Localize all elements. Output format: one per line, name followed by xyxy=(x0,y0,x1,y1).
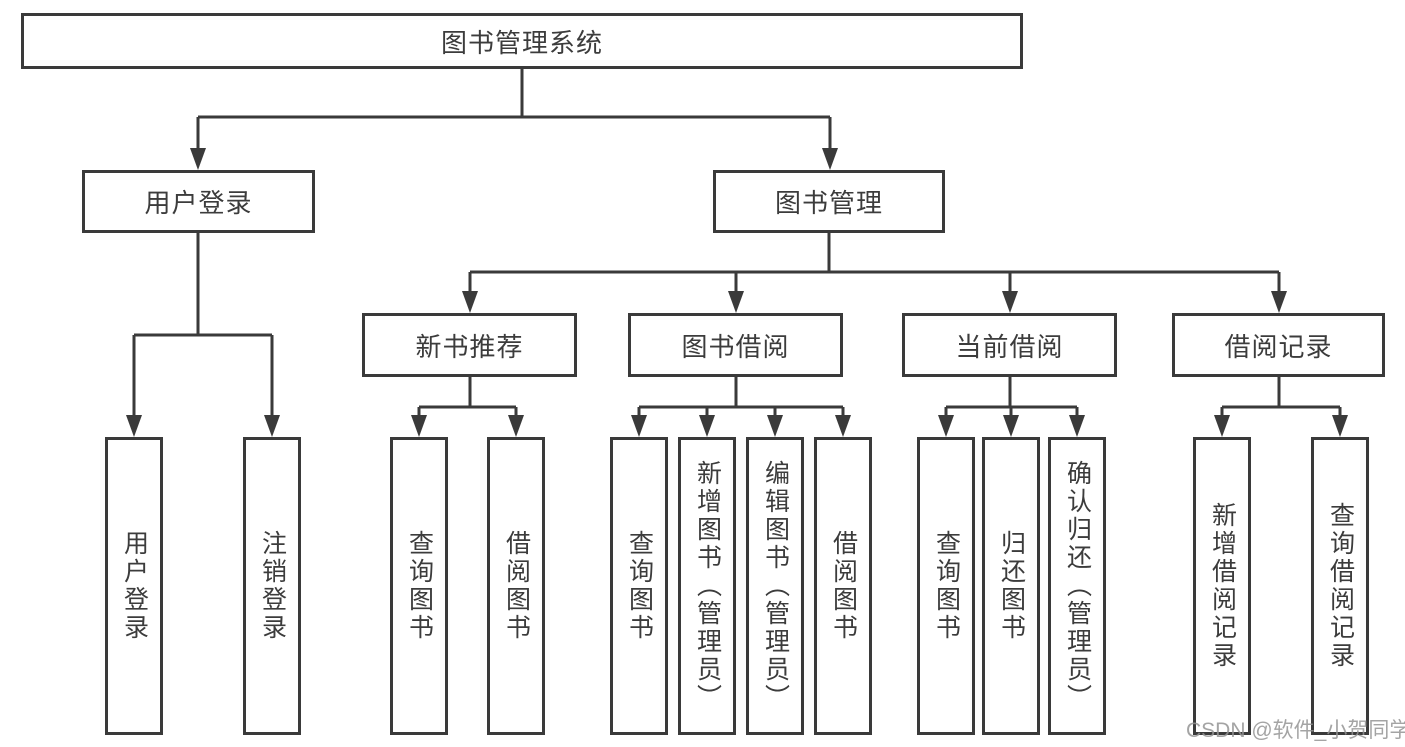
leaf-logout-label: 注销登录 xyxy=(258,530,287,642)
leaf-add-borrow-record-label: 新增借阅记录 xyxy=(1208,502,1237,670)
node-book-borrowing: 图书借阅 xyxy=(628,313,843,377)
node-user-login-label: 用户登录 xyxy=(144,188,253,218)
arrow-down-icon xyxy=(1271,291,1287,313)
csdn-watermark: CSDN @软件_小贺同学 xyxy=(1186,719,1405,742)
arrow-down-icon xyxy=(1332,415,1348,437)
node-root: 图书管理系统 xyxy=(21,13,1023,69)
arrow-down-icon xyxy=(508,415,524,437)
arrow-down-icon xyxy=(1003,415,1019,437)
arrow-down-icon xyxy=(631,415,647,437)
leaf-query-books-2: 查询图书 xyxy=(610,437,668,735)
arrow-down-icon xyxy=(1002,291,1018,313)
arrow-down-icon xyxy=(264,415,280,437)
arrowheads xyxy=(126,148,1348,437)
leaf-query-books-3: 查询图书 xyxy=(917,437,975,735)
node-root-label: 图书管理系统 xyxy=(440,27,603,58)
connector-root-to-level2 xyxy=(196,69,832,150)
leaf-query-borrow-record: 查询借阅记录 xyxy=(1311,437,1369,735)
node-new-book-recommend-label: 新书推荐 xyxy=(415,331,524,362)
leaf-borrow-books-2: 借阅图书 xyxy=(814,437,872,735)
leaf-logout: 注销登录 xyxy=(243,437,301,735)
connector-borrowing-to-leaves xyxy=(637,377,845,417)
node-book-management: 图书管理 xyxy=(713,170,945,233)
arrow-down-icon xyxy=(822,148,838,170)
arrow-down-icon xyxy=(411,415,427,437)
leaf-query-books-1: 查询图书 xyxy=(390,437,448,735)
node-new-book-recommend: 新书推荐 xyxy=(362,313,577,377)
node-user-login: 用户登录 xyxy=(82,170,315,233)
arrow-down-icon xyxy=(462,291,478,313)
arrow-down-icon xyxy=(1214,415,1230,437)
arrow-down-icon xyxy=(767,415,783,437)
leaf-borrow-books-1: 借阅图书 xyxy=(487,437,545,735)
leaf-query-books-2-label: 查询图书 xyxy=(625,530,654,642)
leaf-borrow-books-1-label: 借阅图书 xyxy=(502,530,531,642)
leaf-query-borrow-record-label: 查询借阅记录 xyxy=(1326,502,1355,670)
leaf-query-books-3-label: 查询图书 xyxy=(932,530,961,642)
arrow-down-icon xyxy=(1069,415,1085,437)
connector-book-mgmt-to-sections xyxy=(468,233,1281,292)
leaf-return-books: 归还图书 xyxy=(982,437,1040,735)
leaf-confirm-return-admin-label: 确认归还（管理员） xyxy=(1063,460,1092,712)
leaf-user-login-label: 用户登录 xyxy=(120,530,149,642)
leaf-add-books-admin-label: 新增图书（管理员） xyxy=(693,460,722,712)
arrow-down-icon xyxy=(126,415,142,437)
node-borrow-records-label: 借阅记录 xyxy=(1224,331,1333,362)
connector-user-login-to-leaves xyxy=(132,233,274,416)
node-borrow-records: 借阅记录 xyxy=(1172,313,1385,377)
leaf-borrow-books-2-label: 借阅图书 xyxy=(829,530,858,642)
arrow-down-icon xyxy=(728,291,744,313)
leaf-return-books-label: 归还图书 xyxy=(997,530,1026,642)
node-book-management-label: 图书管理 xyxy=(774,188,883,218)
node-book-borrowing-label: 图书借阅 xyxy=(681,331,790,362)
arrow-down-icon xyxy=(938,415,954,437)
arrow-down-icon xyxy=(190,148,206,170)
arrow-down-icon xyxy=(699,415,715,437)
leaf-user-login: 用户登录 xyxy=(105,437,163,735)
leaf-query-books-1-label: 查询图书 xyxy=(405,530,434,642)
leaf-add-borrow-record: 新增借阅记录 xyxy=(1193,437,1251,735)
node-current-borrowing-label: 当前借阅 xyxy=(955,331,1064,362)
leaf-edit-books-admin-label: 编辑图书（管理员） xyxy=(761,460,790,712)
connector-current-to-leaves xyxy=(944,377,1079,417)
node-current-borrowing: 当前借阅 xyxy=(902,313,1117,377)
leaf-confirm-return-admin: 确认归还（管理员） xyxy=(1048,437,1106,735)
connector-records-to-leaves xyxy=(1220,377,1342,417)
connector-new-books-to-leaves xyxy=(417,377,518,417)
arrow-down-icon xyxy=(835,415,851,437)
leaf-edit-books-admin: 编辑图书（管理员） xyxy=(746,437,804,735)
leaf-add-books-admin: 新增图书（管理员） xyxy=(678,437,736,735)
